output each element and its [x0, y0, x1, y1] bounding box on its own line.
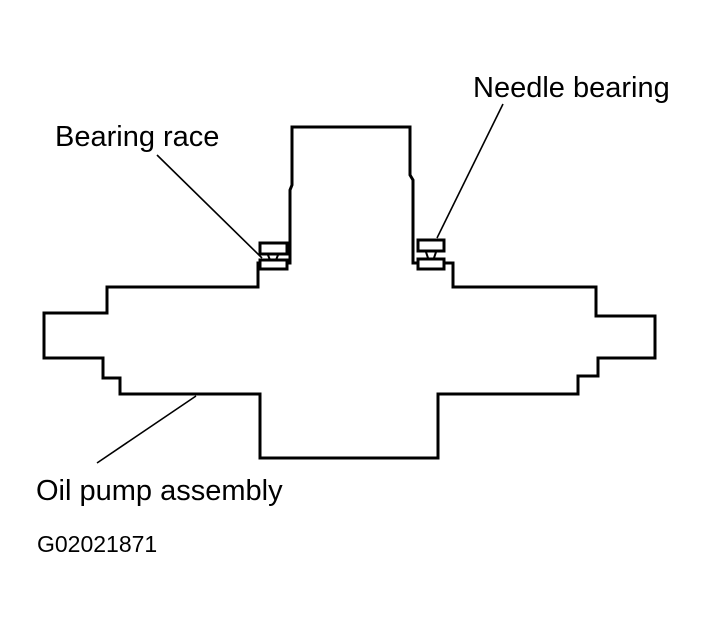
left-needle-rollers — [267, 254, 279, 261]
figure-code: G02021871 — [37, 531, 158, 557]
oil-pump-assembly-leader — [96, 395, 197, 464]
right-needle-bearing-race — [416, 238, 446, 253]
oil-pump-assembly-outline — [42, 125, 657, 460]
bearing-race-label: Bearing race — [55, 121, 220, 153]
right-needle-bearing-race-lower — [416, 257, 446, 271]
left-bearing-race — [258, 241, 289, 256]
right-needle-rollers — [425, 251, 437, 259]
bearing-race-leader — [156, 154, 263, 259]
needle-bearing-label: Needle bearing — [473, 72, 670, 104]
oil-pump-assembly-label: Oil pump assembly — [36, 475, 283, 507]
left-bearing-race-lower — [258, 258, 289, 271]
needle-bearing-leader — [436, 103, 504, 239]
